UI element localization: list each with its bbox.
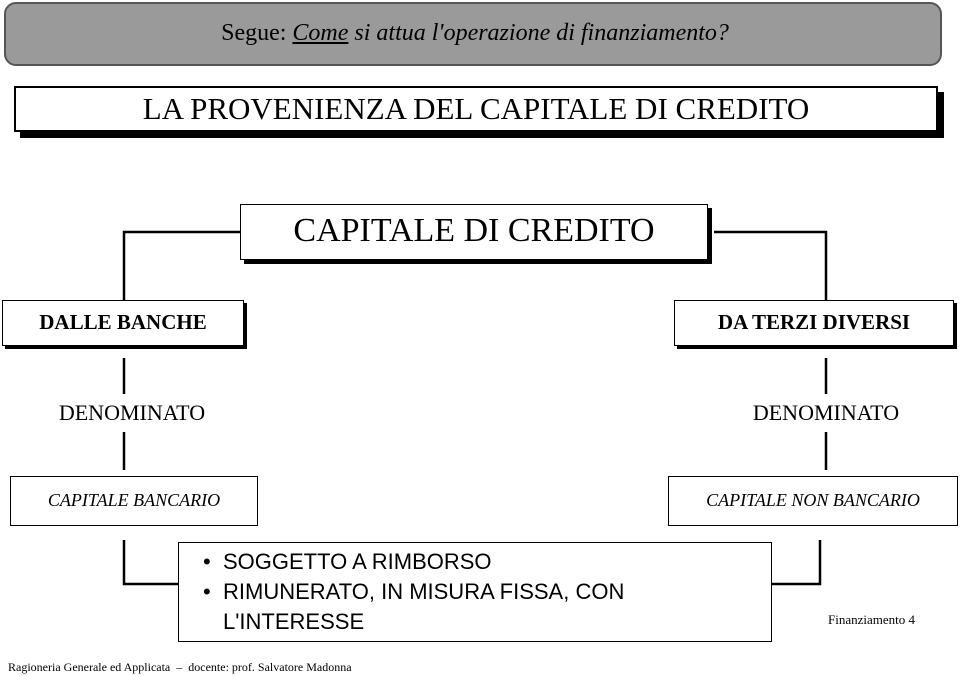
left-source-node: DALLE BANCHE xyxy=(2,300,244,346)
bullet-item: • RIMUNERATO, IN MISURA FISSA, CON xyxy=(203,577,771,607)
footer-dash: – xyxy=(176,660,183,674)
left-connector-label: DENOMINATO xyxy=(58,400,206,425)
bullet-dot: • xyxy=(203,549,211,574)
characteristics-box: • SOGGETTO A RIMBORSO • RIMUNERATO, IN MIS… xyxy=(178,542,772,642)
right-source-node: DA TERZI DIVERSI xyxy=(674,300,954,346)
bullet-text: RIMUNERATO, IN MISURA FISSA, CON xyxy=(223,579,625,604)
line-left-to-bullets xyxy=(122,540,178,586)
bullet-item: • SOGGETTO A RIMBORSO xyxy=(203,547,771,577)
header-prefix: Segue: xyxy=(221,20,293,46)
footer-course: Ragioneria Generale ed Applicata xyxy=(8,660,171,674)
header-banner: Segue: Come si attua l'operazione di fin… xyxy=(4,2,942,66)
right-connector-label: DENOMINATO xyxy=(752,400,900,425)
line-right-to-bullets xyxy=(772,540,822,586)
header-question: si attua l'operazione di finanziamento? xyxy=(348,20,729,46)
bullet-text: SOGGETTO A RIMBORSO xyxy=(223,549,492,574)
right-result-node: CAPITALE NON BANCARIO xyxy=(668,476,958,526)
page-title: LA PROVENIENZA DEL CAPITALE DI CREDITO xyxy=(14,86,938,132)
bullet-continuation: L'INTERESSE xyxy=(223,607,771,637)
header-text: Segue: Come si attua l'operazione di fin… xyxy=(6,20,944,47)
header-underlined-word: Come xyxy=(292,20,349,46)
slide-label: Finanziamento 4 xyxy=(828,612,916,627)
line-root-left xyxy=(122,230,240,300)
footer: Ragioneria Generale ed Applicata–docente… xyxy=(8,660,358,675)
root-node: CAPITALE DI CREDITO xyxy=(240,204,708,260)
bullet-text: L'INTERESSE xyxy=(223,609,365,634)
bullet-dot: • xyxy=(203,579,211,604)
line-root-right xyxy=(714,230,828,300)
left-result-node: CAPITALE BANCARIO xyxy=(10,476,258,526)
footer-teacher: docente: prof. Salvatore Madonna xyxy=(188,660,352,674)
